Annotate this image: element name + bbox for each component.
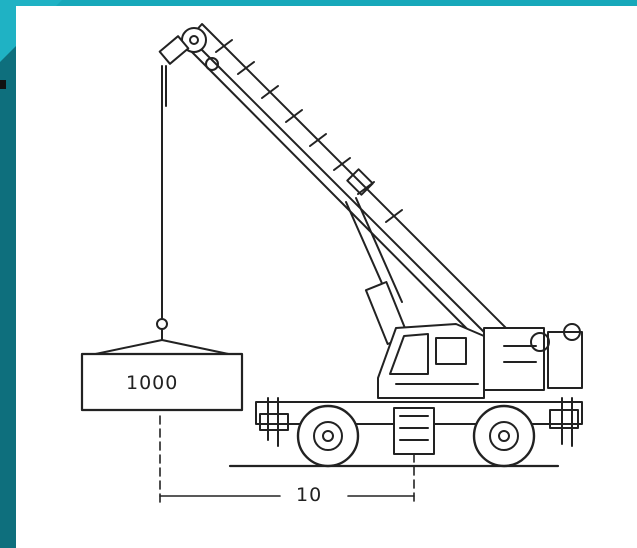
rear-wheel — [472, 404, 536, 468]
boom-head — [158, 27, 219, 71]
top-accent-band — [0, 0, 637, 6]
dimension-lines — [159, 415, 415, 507]
engine-housing — [483, 323, 583, 391]
distance-label: 10 — [296, 484, 323, 506]
crane-diagram-panel: 1000 10 — [16, 6, 637, 548]
bullet-marker — [0, 80, 6, 89]
front-wheel — [296, 404, 360, 468]
load-weight-label: 1000 — [126, 372, 179, 394]
crane-diagram — [80, 23, 583, 507]
hoist-rope — [156, 65, 168, 341]
crane-boom — [183, 23, 515, 353]
load-box — [80, 352, 244, 412]
operator-cab — [377, 323, 485, 399]
